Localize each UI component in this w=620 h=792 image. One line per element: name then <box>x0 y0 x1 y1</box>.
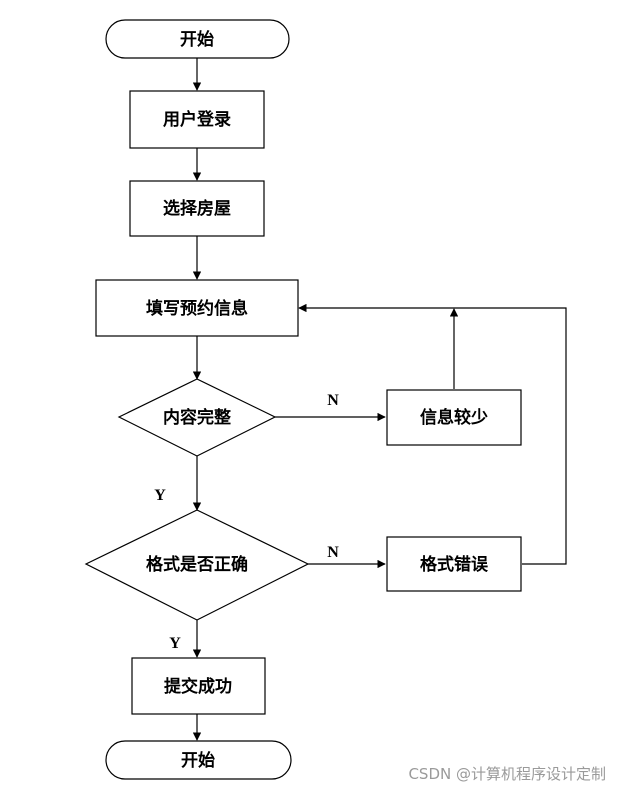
format-correct-node: 格式是否正确 <box>84 509 310 621</box>
login-label: 用户登录 <box>163 109 231 130</box>
csdn-watermark: CSDN @计算机程序设计定制 <box>408 765 606 783</box>
end-terminal-shape <box>105 740 292 780</box>
fill-info-box <box>95 279 299 337</box>
fill-info-node: 填写预约信息 <box>95 279 299 337</box>
submit-success-label: 提交成功 <box>164 676 232 697</box>
edge-label-content-no: N <box>327 392 339 409</box>
login-box <box>129 90 265 149</box>
end-node: 开始 <box>105 740 292 780</box>
login-node: 用户登录 <box>129 90 265 149</box>
info-less-node: 信息较少 <box>386 389 522 446</box>
edge-label-format-yes: Y <box>169 635 181 652</box>
start-terminal-shape <box>105 19 290 59</box>
fill-info-label: 填写预约信息 <box>146 298 248 319</box>
content-complete-diamond <box>117 378 277 457</box>
select-house-box <box>129 180 265 237</box>
format-correct-diamond <box>84 509 310 621</box>
edge-label-content-yes: Y <box>154 487 166 504</box>
format-error-node: 格式错误 <box>386 536 522 592</box>
format-error-label: 格式错误 <box>420 554 489 575</box>
content-complete-label: 内容完整 <box>163 407 231 428</box>
edge-error-loop <box>298 303 567 565</box>
info-less-box <box>386 389 522 446</box>
content-complete-node: 内容完整 <box>117 378 277 457</box>
end-label: 开始 <box>181 750 215 771</box>
select-house-node: 选择房屋 <box>129 180 265 237</box>
start-label: 开始 <box>180 29 214 50</box>
edge-label-format-no: N <box>327 544 339 561</box>
info-less-label: 信息较少 <box>420 407 488 428</box>
format-correct-label: 格式是否正确 <box>146 554 248 575</box>
format-error-box <box>386 536 522 592</box>
edges <box>192 58 567 741</box>
submit-success-box <box>131 657 266 715</box>
submit-success-node: 提交成功 <box>131 657 266 715</box>
start-node: 开始 <box>105 19 290 59</box>
select-house-label: 选择房屋 <box>163 198 231 219</box>
